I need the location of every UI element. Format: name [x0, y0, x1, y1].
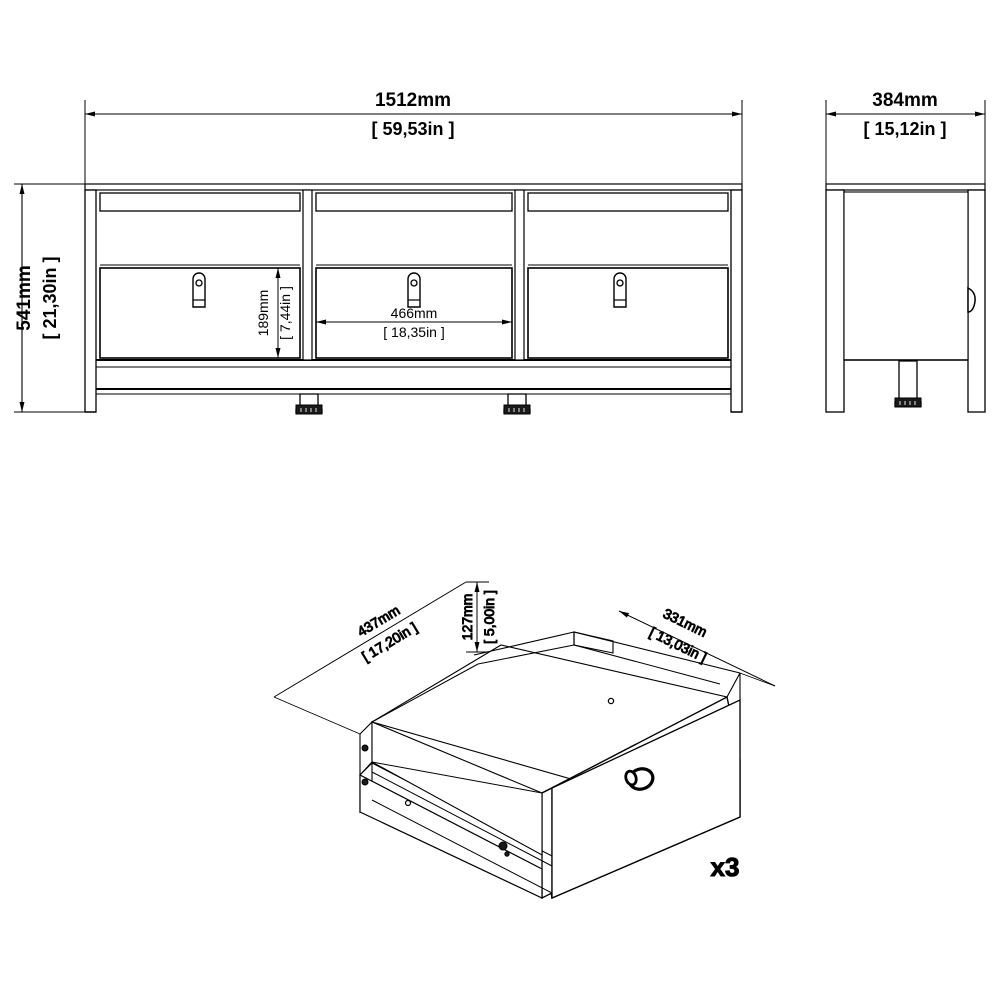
- drawer-detail-view: 437mm [ 17,20in ] 127mm [ 5,00in ] 331mm…: [273, 581, 776, 900]
- side-foot: [894, 360, 922, 408]
- side-carcass: [825, 183, 986, 413]
- cabinet-dividers: [302, 189, 525, 361]
- front-foot-left: [295, 393, 323, 415]
- dim-drawer-front-width-in: [ 18,35in ]: [383, 324, 445, 340]
- drawer-handle-icon: [192, 272, 206, 308]
- dim-overall-height-mm: 541mm: [14, 265, 35, 331]
- dim-overall-height: 541mm [ 21,30in ]: [14, 183, 90, 413]
- front-foot-right: [503, 393, 531, 415]
- dim-drawer-front-width: 466mm [ 18,35in ]: [316, 305, 512, 340]
- dim-drawer-height-mm: 127mm: [459, 594, 475, 641]
- dim-drawer-width: 331mm [ 13,03in ]: [618, 605, 776, 687]
- drawer-handle-icon: [613, 272, 627, 308]
- side-handle-icon: [967, 286, 976, 313]
- dim-drawer-front-height-in: [ 7,44in ]: [277, 286, 293, 340]
- dim-drawer-front-width-mm: 466mm: [391, 305, 438, 321]
- compartment-middle: [315, 192, 513, 359]
- dim-drawer-height-in: [ 5,00in ]: [481, 590, 497, 644]
- dim-overall-depth-in: [ 15,12in ]: [863, 119, 946, 139]
- drawer-knob-icon: [624, 767, 655, 791]
- dim-overall-width-in: [ 59,53in ]: [371, 119, 454, 139]
- dim-drawer-height: 127mm [ 5,00in ]: [459, 581, 498, 653]
- dim-drawer-front-height-mm: 189mm: [255, 290, 271, 337]
- front-elevation-view: 1512mm [ 59,53in ] 541mm [ 21,30in ]: [14, 90, 743, 415]
- dim-drawer-front-height: 189mm [ 7,44in ]: [255, 267, 300, 359]
- dim-overall-depth: 384mm [ 15,12in ]: [825, 90, 986, 195]
- compartment-left: [99, 192, 301, 359]
- drawer-quantity-label: x3: [711, 852, 740, 882]
- dim-overall-height-in: [ 21,30in ]: [40, 256, 60, 339]
- dim-overall-depth-mm: 384mm: [872, 90, 938, 111]
- dim-overall-width-mm: 1512mm: [375, 90, 451, 111]
- compartment-right: [527, 192, 729, 359]
- side-elevation-view: 384mm [ 15,12in ]: [825, 90, 986, 413]
- cabinet-carcass: [84, 183, 743, 413]
- dim-overall-width: 1512mm [ 59,53in ]: [84, 90, 743, 195]
- drawer-handle-icon: [407, 272, 421, 308]
